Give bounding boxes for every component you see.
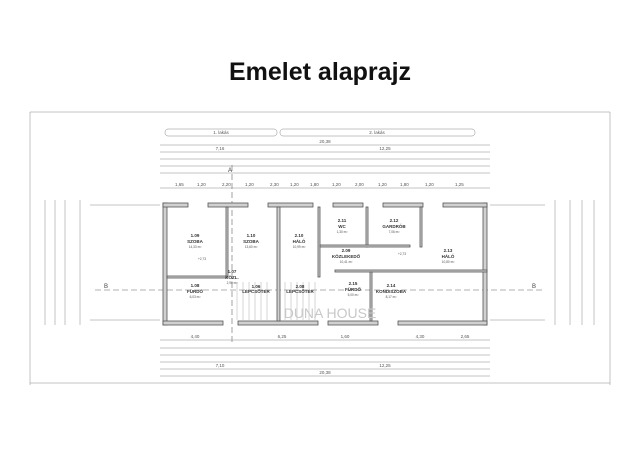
- left-dimensions: [44, 200, 160, 325]
- dim-value: 1,20: [197, 182, 206, 187]
- dim-value: 4,30: [416, 334, 425, 339]
- svg-text:10,41 m²: 10,41 m²: [340, 260, 353, 264]
- walls: [162, 202, 488, 326]
- svg-text:GARDRÓB: GARDRÓB: [382, 222, 406, 229]
- svg-text:2.09: 2.09: [342, 248, 351, 253]
- dim-value: 1,20: [245, 182, 254, 187]
- dim-right: 12,25: [379, 146, 391, 151]
- dim-value: 4,40: [191, 334, 200, 339]
- unit-2-bracket: [279, 128, 476, 137]
- svg-text:2,90 m²: 2,90 m²: [227, 281, 238, 285]
- dim-value: 1,80: [310, 182, 319, 187]
- room-2-14: 2.14 KONDISZOBA 8,17 m²: [376, 283, 407, 299]
- svg-text:10,99 m²: 10,99 m²: [293, 245, 306, 249]
- level-mark: +2,73: [198, 257, 206, 261]
- svg-text:2.08: 2.08: [296, 284, 305, 289]
- room-2-10: 2.10 HÁLÓ 10,99 m²: [293, 233, 306, 249]
- svg-text:1,30 m²: 1,30 m²: [337, 230, 348, 234]
- svg-text:1.08: 1.08: [191, 283, 200, 288]
- right-dimensions: [490, 200, 595, 325]
- room-1-08: 1.08 FÜRDŐ 6,03 m²: [187, 283, 203, 299]
- dim-value: 1,25: [455, 182, 464, 187]
- dim-value: 2,65: [461, 334, 470, 339]
- room-1-09: 1.09 SZOBA 14,33 m²: [187, 233, 204, 249]
- room-1-07: 1.07 KÖZL. 2,90 m²: [225, 269, 239, 285]
- bottom-dimensions: 4,40 6,25 1,60 4,30 2,65 7,10 12,25 20,3…: [160, 334, 490, 377]
- dim-value: 2,30: [270, 182, 279, 187]
- svg-text:14,33 m²: 14,33 m²: [189, 245, 202, 249]
- dim-value: 6,25: [278, 334, 287, 339]
- unit-1-label: 1. lakás: [213, 130, 229, 135]
- room-2-08: 2.08 LÉPCSŐTÉR: [286, 284, 314, 294]
- svg-text:1.09: 1.09: [191, 233, 200, 238]
- dim-value: 1,20: [425, 182, 434, 187]
- svg-text:1.10: 1.10: [247, 233, 256, 238]
- dim-value: 1,20: [290, 182, 299, 187]
- svg-text:FÜRDŐ: FÜRDŐ: [187, 288, 203, 294]
- watermark-logo: DUNA HOUSE: [284, 305, 377, 321]
- svg-text:8,17 m²: 8,17 m²: [386, 295, 397, 299]
- unit-2-label: 2. lakás: [369, 130, 385, 135]
- room-2-15: 2.15 FÜRDŐ 5,00 m²: [345, 281, 361, 297]
- svg-text:7,06 m²: 7,06 m²: [389, 230, 400, 234]
- top-dimensions: 20,38 7,16 12,25 1,65 1,20 2,20 1,20 2,3…: [160, 139, 490, 189]
- svg-text:KONDISZOBA: KONDISZOBA: [376, 289, 407, 294]
- svg-text:HÁLÓ: HÁLÓ: [293, 237, 306, 244]
- page-title: Emelet alaprajz: [228, 58, 412, 86]
- svg-text:KÖZLEKEDŐ: KÖZLEKEDŐ: [332, 253, 361, 259]
- dim-value: 1,20: [332, 182, 341, 187]
- svg-text:2.10: 2.10: [295, 233, 304, 238]
- svg-text:HÁLÓ: HÁLÓ: [442, 252, 455, 259]
- dim-value: 1,20: [378, 182, 387, 187]
- svg-text:10,80 m²: 10,80 m²: [442, 260, 455, 264]
- svg-text:2.14: 2.14: [387, 283, 396, 288]
- section-mark-b-right: B: [532, 284, 536, 290]
- svg-text:KÖZL.: KÖZL.: [225, 274, 239, 280]
- svg-text:2.15: 2.15: [349, 281, 358, 286]
- dim-left: 7,16: [216, 146, 225, 151]
- svg-text:1.07: 1.07: [228, 269, 237, 274]
- svg-text:LÉPCSŐTÉR: LÉPCSŐTÉR: [242, 287, 270, 294]
- dim-value: 1,60: [341, 334, 350, 339]
- svg-text:6,03 m²: 6,03 m²: [190, 295, 201, 299]
- room-1-10: 1.10 SZOBA 13,60 m²: [243, 233, 260, 249]
- unit-1-bracket: [164, 128, 278, 137]
- level-mark: +2,73: [398, 252, 406, 256]
- dim-value: 2,20: [222, 182, 231, 187]
- svg-text:SZOBA: SZOBA: [243, 239, 260, 244]
- svg-text:LÉPCSŐTÉR: LÉPCSŐTÉR: [286, 287, 314, 294]
- svg-text:2.12: 2.12: [390, 218, 399, 223]
- svg-text:WC: WC: [338, 224, 346, 229]
- room-2-09: 2.09 KÖZLEKEDŐ 10,41 m²: [332, 248, 361, 264]
- svg-text:SZOBA: SZOBA: [187, 239, 204, 244]
- room-2-12: 2.12 GARDRÓB 7,06 m²: [382, 218, 406, 234]
- svg-text:13,60 m²: 13,60 m²: [245, 245, 258, 249]
- dim-value: 1,65: [175, 182, 184, 187]
- svg-text:FÜRDŐ: FÜRDŐ: [345, 286, 361, 292]
- room-1-06: 1.06 LÉPCSŐTÉR: [242, 284, 270, 294]
- dim-value: 2,00: [355, 182, 364, 187]
- svg-text:1.06: 1.06: [252, 284, 261, 289]
- svg-text:2.13: 2.13: [444, 248, 453, 253]
- room-2-13: 2.13 HÁLÓ 10,80 m²: [442, 248, 455, 264]
- dim-left: 7,10: [216, 363, 225, 368]
- dim-value: 1,80: [400, 182, 409, 187]
- section-mark-a-top: A: [228, 168, 232, 174]
- dim-total: 20,38: [319, 370, 331, 375]
- dim-total: 20,38: [319, 139, 331, 144]
- section-mark-b-left: B: [104, 284, 108, 290]
- dim-right: 12,25: [379, 363, 391, 368]
- svg-text:2.11: 2.11: [338, 218, 347, 223]
- stairs: [236, 282, 316, 320]
- svg-text:5,00 m²: 5,00 m²: [348, 293, 359, 297]
- room-2-11: 2.11 WC 1,30 m²: [337, 218, 348, 234]
